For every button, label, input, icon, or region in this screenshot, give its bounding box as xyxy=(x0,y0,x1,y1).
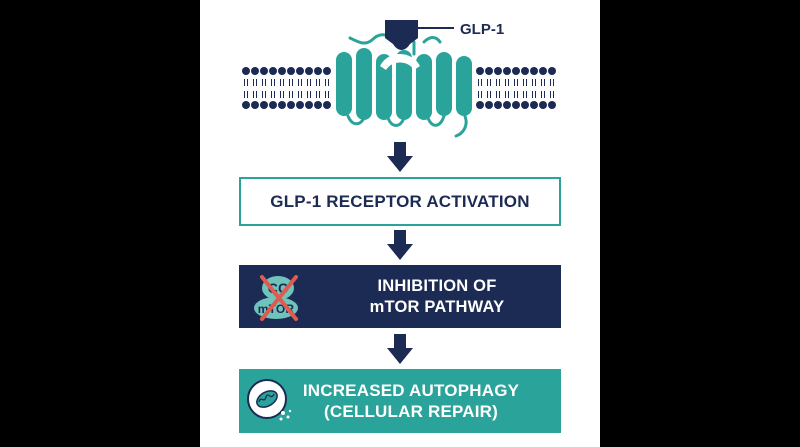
step-label-line2: (CELLULAR REPAIR) xyxy=(323,402,498,421)
glp1-ligand xyxy=(385,20,454,50)
cross-out-icon xyxy=(260,275,298,321)
cell-membrane-receptor: GLP-1 xyxy=(242,20,556,138)
step-label-line2: mTOR PATHWAY xyxy=(369,297,505,316)
step-mtor-inhibition: CC mTOR INHIBITION OF mTOR PATHWAY xyxy=(239,265,561,328)
mitochondrion-icon xyxy=(247,379,292,421)
step-autophagy-text: INCREASED AUTOPHAGY (CELLULAR REPAIR) xyxy=(303,380,519,422)
glp1-receptor xyxy=(336,33,472,138)
step-increased-autophagy: INCREASED AUTOPHAGY (CELLULAR REPAIR) xyxy=(239,369,561,433)
step-mtor-text: INHIBITION OF mTOR PATHWAY xyxy=(370,276,505,318)
ligand-label: GLP-1 xyxy=(460,21,504,38)
down-arrow-icon xyxy=(387,334,413,364)
step-label: GLP-1 RECEPTOR ACTIVATION xyxy=(270,191,530,211)
diagram-panel: GLP-1 GLP-1 RECEPTOR ACTIVATION CC mTOR … xyxy=(200,0,600,447)
down-arrow-icon xyxy=(387,230,413,260)
step-receptor-activation: GLP-1 RECEPTOR ACTIVATION xyxy=(239,177,561,226)
down-arrow-icon xyxy=(387,142,413,172)
lipid-bilayer xyxy=(242,67,556,109)
step-label-line1: INCREASED AUTOPHAGY xyxy=(302,381,520,400)
mtor-complex-icon: CC mTOR xyxy=(254,275,298,321)
step-label-line1: INHIBITION OF xyxy=(377,276,497,295)
